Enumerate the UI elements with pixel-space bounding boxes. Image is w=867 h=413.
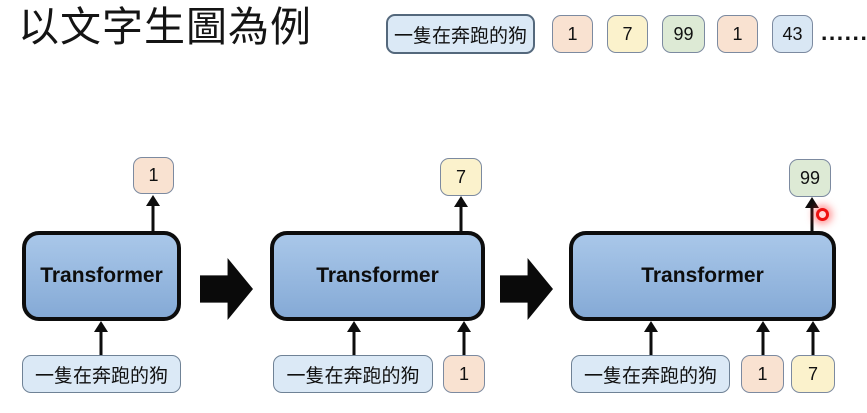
stage1-transformer-block: Transformer (22, 231, 181, 321)
stage3-input-arrow-icon (805, 321, 821, 356)
stage3-output-arrow-icon (804, 197, 820, 233)
stage1-input-arrow-icon (93, 321, 109, 356)
stage3-input-prompt-chip: 一隻在奔跑的狗 (571, 355, 730, 393)
stage2-output-token: 7 (440, 158, 482, 196)
stage3-input-arrow-icon (643, 321, 659, 356)
laser-pointer-dot (816, 208, 829, 221)
stage1-input-prompt-chip: 一隻在奔跑的狗 (22, 355, 181, 393)
stage2-input-arrow-icon (456, 321, 472, 356)
header-token-1: 1 (552, 15, 593, 53)
header-token-3: 99 (662, 15, 705, 53)
stage1-output-token: 1 (133, 157, 174, 194)
header-token-2: 7 (607, 15, 648, 53)
stage3-input-token: 7 (791, 355, 835, 393)
stage2-transformer-block: Transformer (270, 231, 485, 321)
stage2-output-arrow-icon (453, 196, 469, 233)
header-token-4: 1 (717, 15, 758, 53)
stage2-input-arrow-icon (346, 321, 362, 356)
flow-arrow-icon (500, 258, 553, 320)
header-ellipsis: ...... (821, 19, 867, 45)
stage3-output-token: 99 (789, 159, 831, 197)
stage2-input-token: 1 (443, 355, 485, 393)
header-prompt-chip: 一隻在奔跑的狗 (386, 14, 535, 54)
header-token-5: 43 (772, 15, 813, 53)
stage2-input-prompt-chip: 一隻在奔跑的狗 (273, 355, 433, 393)
page-title: 以文字生圖為例 (18, 4, 312, 50)
stage3-input-token: 1 (741, 355, 784, 393)
stage1-output-arrow-icon (145, 195, 161, 233)
stage3-transformer-block: Transformer (569, 231, 836, 321)
flow-arrow-icon (200, 258, 253, 320)
stage3-input-arrow-icon (755, 321, 771, 356)
